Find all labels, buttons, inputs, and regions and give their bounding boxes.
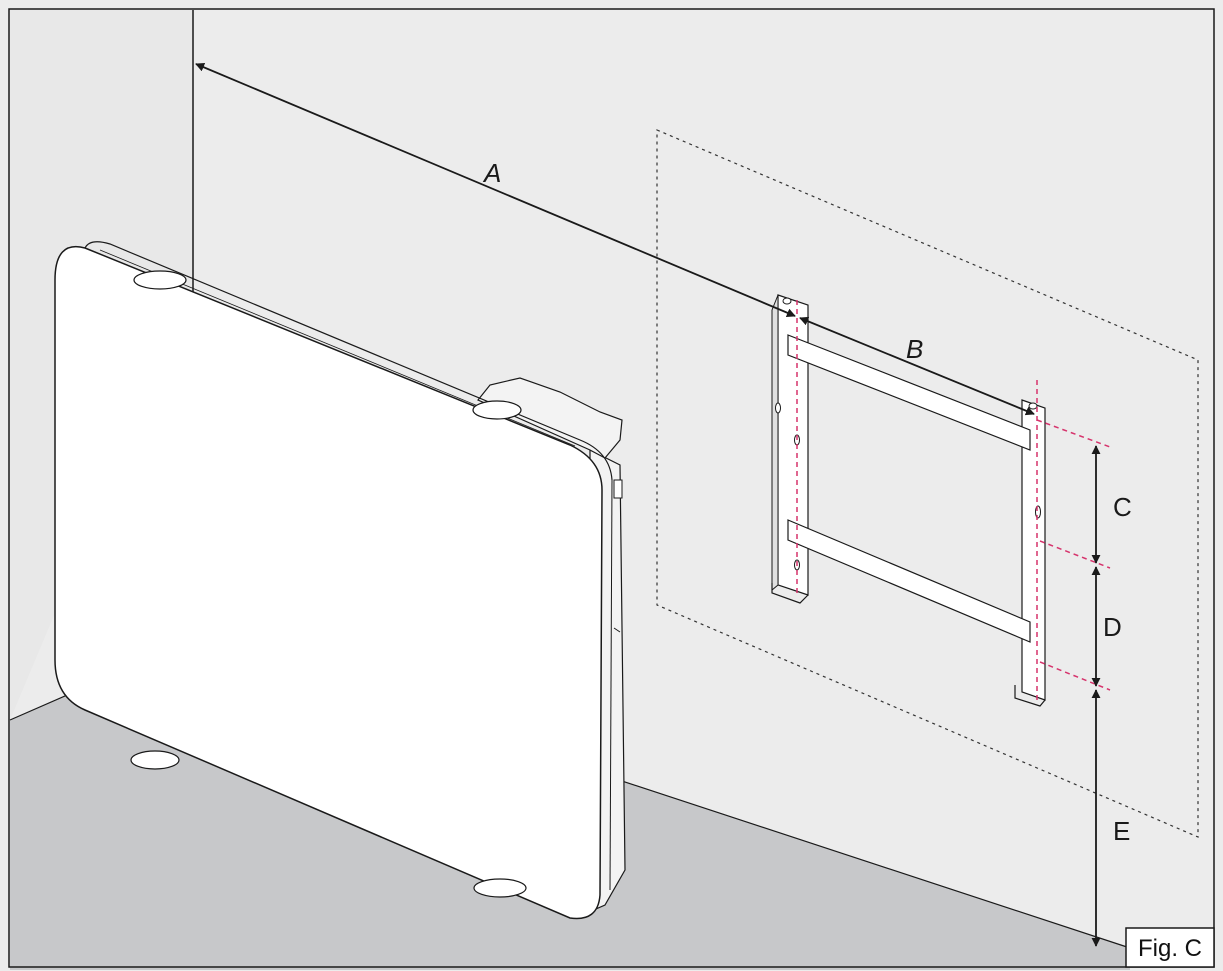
heater-top-rim [84,241,613,481]
bracket-hole-right-top [1028,402,1038,410]
bracket-left-foot [771,583,809,604]
label-a: A [482,158,501,188]
label-d: D [1103,612,1122,642]
dimension-a-line [195,62,796,318]
bracket-hole-left-mid [775,402,781,414]
bracket-left-upright-side [771,294,779,592]
mounting-template-outline [656,129,1199,838]
label-c: C [1113,492,1132,522]
guide-horizontal-top [1036,419,1111,448]
figure-caption: Fig. C [1125,927,1215,968]
figure-caption-box [1125,927,1215,968]
heater-clip-top-left [133,270,187,290]
heater-edge-line [609,479,613,891]
bracket-right-foot [1014,685,1046,707]
heater-switch [613,479,623,499]
figure-caption-text: Fig. C [1138,935,1202,962]
dimension-lines [195,62,1101,947]
heater-top-bracket [477,377,623,459]
guide-lines [796,300,1111,700]
heater [54,241,626,920]
heater-clip-top-right [472,400,522,420]
heater-foot-left [130,750,180,770]
bracket-crossbar-bottom [787,519,1031,643]
heater-side-notch [613,627,621,633]
guide-horizontal-mid [1039,540,1111,569]
bracket-hole-left-top [782,297,792,305]
heater-foot-right [473,878,527,898]
dimension-b-line [799,316,1035,416]
guide-horizontal-bottom [1039,661,1111,691]
label-b: B [906,334,923,364]
frame-border [8,8,1215,968]
heater-front-panel [54,246,603,920]
label-e: E [1113,816,1130,846]
